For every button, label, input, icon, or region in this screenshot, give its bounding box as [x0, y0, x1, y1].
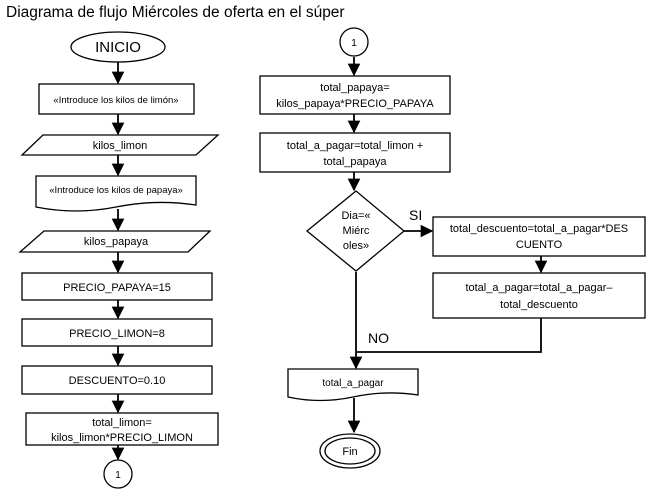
node-fin-label: Fin [342, 446, 357, 458]
node-total-a-pagar: total_a_pagar=total_limon + total_papaya [259, 132, 451, 173]
node-kilos-papaya-label: kilos_papaya [84, 236, 149, 248]
node-kilos-papaya: kilos_papaya [18, 230, 212, 253]
node-kilos-limon-label: kilos_limon [93, 140, 147, 152]
connector-out: 1 [103, 459, 133, 489]
decision-label-line2: Miérc [343, 225, 370, 237]
node-descuento: DESCUENTO=0.10 [21, 365, 213, 395]
decision-dia-miercoles: Dia=« Miérc oles» [305, 190, 406, 272]
node-total-a-pagar-label-line2: total_papaya [324, 156, 388, 168]
node-total-papaya-label-line2: kilos_papaya*PRECIO_PAPAYA [276, 98, 434, 110]
connector-in: 1 [339, 27, 369, 57]
node-prompt-papaya: «Introduce los kilos de papaya» [35, 175, 197, 212]
edge-total-final-merge [356, 318, 542, 353]
node-total-limon-label-line1: total_limon= [92, 417, 152, 429]
node-precio-papaya-label: PRECIO_PAPAYA=15 [63, 282, 171, 294]
node-total-final: total_a_pagar=total_a_pagar– total_descu… [432, 272, 646, 319]
node-total-descuento-label-line1: total_descuento=total_a_pagar*DES [450, 223, 628, 235]
node-total-limon-label-line2: kilos_limon*PRECIO_LIMON [51, 432, 193, 444]
edge-label-si: SI [409, 207, 422, 223]
node-prompt-limon-label: «Introduce los kilos de limón» [53, 95, 178, 106]
node-inicio: INICIO [70, 31, 166, 63]
decision-label-line3: oles» [343, 240, 369, 252]
node-total-papaya: total_papaya= kilos_papaya*PRECIO_PAPAYA [259, 75, 451, 115]
node-precio-limon: PRECIO_LIMON=8 [21, 318, 213, 347]
node-output-total: total_a_pagar [287, 368, 419, 402]
right-column-edges [347, 57, 548, 434]
node-kilos-limon: kilos_limon [20, 134, 220, 156]
node-prompt-papaya-label: «Introduce los kilos de papaya» [49, 185, 183, 196]
node-output-total-label: total_a_pagar [322, 378, 384, 389]
node-precio-papaya: PRECIO_PAPAYA=15 [21, 272, 213, 301]
node-total-limon: total_limon= kilos_limon*PRECIO_LIMON [25, 412, 219, 446]
connector-in-label: 1 [351, 38, 357, 49]
node-descuento-label: DESCUENTO=0.10 [69, 375, 166, 387]
node-prompt-limon: «Introduce los kilos de limón» [38, 83, 195, 115]
node-precio-limon-label: PRECIO_LIMON=8 [69, 328, 165, 340]
node-inicio-label: INICIO [95, 39, 141, 56]
node-total-a-pagar-label-line1: total_a_pagar=total_limon + [287, 140, 423, 152]
node-total-descuento: total_descuento=total_a_pagar*DES CUENTO [432, 216, 646, 257]
node-total-final-label-line1: total_a_pagar=total_a_pagar– [465, 282, 613, 294]
node-fin: Fin [319, 433, 381, 469]
node-total-papaya-label-line1: total_papaya= [320, 82, 389, 94]
edge-label-no: NO [368, 330, 389, 346]
node-total-descuento-label-line2: CUENTO [516, 239, 563, 251]
decision-label-line1: Dia=« [341, 210, 370, 222]
connector-out-label: 1 [115, 470, 121, 481]
diagram-title: Diagrama de flujo Miércoles de oferta en… [6, 4, 345, 21]
node-total-final-label-line2: total_descuento [500, 299, 578, 311]
